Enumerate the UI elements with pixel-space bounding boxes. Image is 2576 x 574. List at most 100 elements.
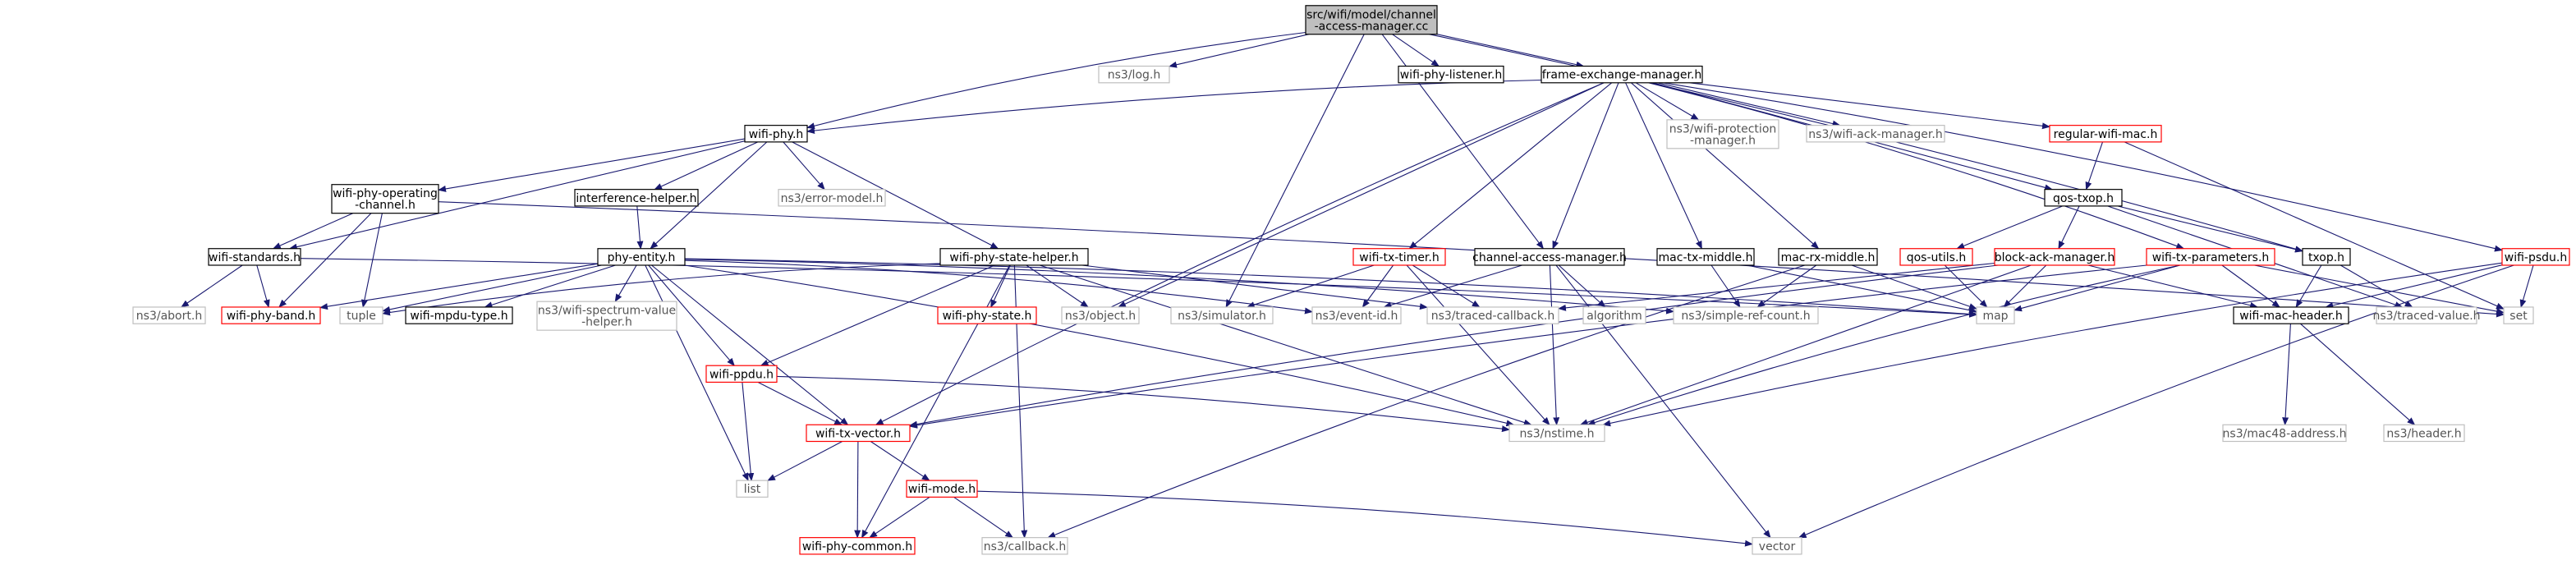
node-label: -helper.h [581, 316, 632, 329]
edge-wifi_mac_header-to-header [2300, 323, 2416, 425]
node-box [221, 306, 321, 324]
edge-wifi_tx_vector-to-wifi_mode [870, 441, 930, 481]
node-phy-entity[interactable]: phy-entity.h [597, 248, 686, 266]
node-wifi-phy-band[interactable]: wifi-phy-band.h [221, 306, 321, 324]
edge-channel_access_manager-to-nstime [1549, 264, 1560, 426]
node-label: ns3/wifi-ack-manager.h [1808, 128, 1942, 141]
node-box [906, 480, 978, 498]
node-box [1752, 537, 1802, 555]
node-label: wifi-phy-band.h [227, 310, 316, 323]
node-box [1508, 424, 1605, 443]
edge-wifi_phy_state_helper-to-traced_callback [1081, 264, 1428, 310]
node-wifi-psdu[interactable]: wifi-psdu.h [2501, 248, 2570, 266]
edge-channel_access_manager-to-algorithm [1558, 264, 1606, 308]
node-box [939, 248, 1089, 266]
edge-wifi_phy_state_helper-to-callback [1013, 264, 1028, 539]
node-channel-access-manager[interactable]: channel-access-manager.h [1472, 248, 1627, 266]
node-label: frame-exchange-manager.h [1542, 69, 1702, 82]
edge-phy_entity-to-nstime [684, 264, 1515, 427]
edge-wifi_tx_parameters-to-nstime [1586, 264, 2180, 426]
node-callback: ns3/callback.h [981, 537, 1068, 555]
edge-phy_entity-to-wifi_tx_vector [651, 264, 849, 425]
node-wifi-phy[interactable]: wifi-phy.h [744, 125, 808, 143]
node-interference-helper[interactable]: interference-helper.h [574, 189, 699, 207]
node-box [1582, 306, 1646, 324]
node-tuple: tuple [339, 306, 383, 324]
node-wifi-mac-header[interactable]: wifi-mac-header.h [2233, 306, 2349, 324]
node-wifi-tx-vector[interactable]: wifi-tx-vector.h [806, 424, 911, 443]
node-mac-tx-middle[interactable]: mac-tx-middle.h [1656, 248, 1755, 266]
node-wifi-phy-state-helper[interactable]: wifi-phy-state-helper.h [939, 248, 1089, 266]
edge-phy_entity-to-wifi_ppdu [648, 264, 735, 366]
node-error-model: ns3/error-model.h [778, 189, 886, 207]
node-wifi-tx-parameters[interactable]: wifi-tx-parameters.h [2146, 248, 2275, 266]
node-root[interactable]: src/wifi/model/channel-access-manager.cc [1305, 5, 1438, 35]
node-box [1673, 306, 1819, 324]
node-label: src/wifi/model/channel [1306, 8, 1436, 21]
node-label: ns3/event-id.h [1316, 310, 1398, 323]
node-wifi-mode[interactable]: wifi-mode.h [906, 480, 978, 498]
node-mac-rx-middle[interactable]: mac-rx-middle.h [1778, 248, 1878, 266]
node-qos-utils[interactable]: qos-utils.h [1899, 248, 1973, 266]
edge-block_ack_manager-to-nstime [1579, 264, 2032, 426]
node-label: -channel.h [355, 199, 416, 212]
edge-wifi_tx_parameters-to-wifi_tx_vector [909, 264, 2147, 429]
node-label: qos-txop.h [2053, 192, 2114, 205]
edge-wifi_phy-to-error_model [783, 141, 825, 191]
node-box [1541, 65, 1703, 84]
node-wifi-phy-state[interactable]: wifi-phy-state.h [937, 306, 1037, 324]
node-box [2222, 424, 2347, 443]
node-wifi-standards[interactable]: wifi-standards.h [208, 248, 301, 266]
node-box [1474, 248, 1625, 266]
node-label: ns3/traced-callback.h [1431, 310, 1555, 323]
edge-phy_entity-to-wifi_phy_band [319, 263, 599, 310]
edge-wifi_phy_state_helper-to-nstime [1040, 264, 1532, 426]
edge-block_ack_manager-to-wifi_tx_vector [909, 264, 1999, 428]
node-frame-exchange-manager[interactable]: frame-exchange-manager.h [1541, 65, 1703, 84]
node-box [1806, 125, 1945, 143]
node-label: ns3/simple-ref-count.h [1681, 310, 1810, 323]
node-wifi-phy-common[interactable]: wifi-phy-common.h [799, 537, 916, 555]
node-box [1656, 248, 1755, 266]
node-label: ns3/abort.h [136, 310, 202, 323]
edge-wifi_tx_timer-to-event_id [1361, 264, 1394, 308]
node-wifi-ppdu[interactable]: wifi-ppdu.h [705, 365, 778, 383]
edge-qos_utils-to-map [1944, 264, 1988, 308]
node-box [132, 306, 206, 324]
node-label: ns3/error-model.h [781, 192, 884, 205]
node-wifi-phy-listener[interactable]: wifi-phy-listener.h [1398, 65, 1504, 84]
node-label: ns3/nstime.h [1520, 427, 1595, 440]
node-wifi-phy-operating-channel[interactable]: wifi-phy-operating-channel.h [331, 184, 439, 214]
edge-wifi_phy_operating_channel-to-wifi_standards [272, 213, 353, 250]
node-algorithm: algorithm [1582, 306, 1646, 324]
node-box [806, 424, 911, 443]
node-wifi-mpdu-type[interactable]: wifi-mpdu-type.h [405, 306, 513, 324]
node-nstime: ns3/nstime.h [1508, 424, 1605, 443]
node-box [208, 248, 301, 266]
edge-wifi_psdu-to-nstime [1602, 262, 2503, 427]
node-qos-txop[interactable]: qos-txop.h [2044, 189, 2123, 207]
node-object: ns3/object.h [1061, 306, 1140, 324]
node-wifi-ack-manager: ns3/wifi-ack-manager.h [1806, 125, 1945, 143]
node-label: mac-rx-middle.h [1781, 251, 1876, 264]
edge-root-to-wifi_phy [806, 31, 1306, 130]
node-regular-wifi-mac[interactable]: regular-wifi-mac.h [2049, 125, 2162, 143]
node-box [744, 125, 808, 143]
node-txop[interactable]: txop.h [2302, 248, 2351, 266]
node-set: set [2503, 306, 2534, 324]
edge-frame_exchange_manager-to-channel_access_manager [1552, 82, 1619, 250]
node-wifi-tx-timer[interactable]: wifi-tx-timer.h [1352, 248, 1446, 266]
edge-wifi_tx_vector-to-wifi_phy_common [854, 441, 861, 539]
node-label: wifi-tx-timer.h [1359, 251, 1439, 264]
node-box [2302, 248, 2351, 266]
node-label: wifi-standards.h [209, 251, 301, 264]
edge-block_ack_manager-to-map [2003, 264, 2047, 308]
edge-wifi_tx_timer-to-traced_callback [1412, 264, 1481, 308]
node-box [2501, 248, 2570, 266]
edge-wifi_phy-to-phy_entity [650, 141, 768, 250]
node-block-ack-manager[interactable]: block-ack-manager.h [1994, 248, 2115, 266]
node-label: wifi-phy-listener.h [1400, 69, 1503, 82]
edge-frame_exchange_manager-to-mac_rx_middle [1631, 82, 1820, 250]
node-box [1352, 248, 1446, 266]
node-wifi-protection-manager: ns3/wifi-protection-manager.h [1666, 119, 1779, 149]
